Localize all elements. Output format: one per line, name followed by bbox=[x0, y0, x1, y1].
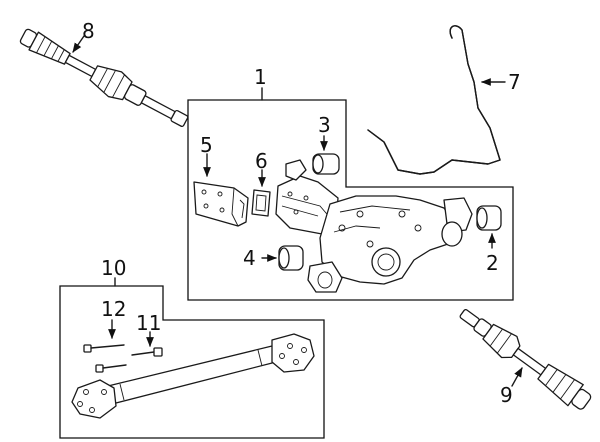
cover-5 bbox=[193, 181, 249, 227]
bushing-2 bbox=[476, 205, 502, 231]
bushing-4 bbox=[278, 245, 304, 271]
callout-12: 12 bbox=[101, 297, 126, 321]
callout-1: 1 bbox=[254, 65, 267, 89]
differential-assembly-1 bbox=[275, 159, 473, 293]
bolts-12 bbox=[83, 344, 127, 373]
group-box-10 bbox=[59, 285, 325, 439]
group-box-1 bbox=[187, 99, 514, 301]
callout-6: 6 bbox=[255, 149, 268, 173]
callout-4: 4 bbox=[243, 246, 256, 270]
gasket-6 bbox=[251, 189, 271, 217]
bushing-3 bbox=[312, 153, 340, 175]
drive-shaft-10 bbox=[71, 333, 315, 419]
callout-9: 9 bbox=[500, 383, 513, 407]
axle-shaft-8 bbox=[19, 28, 189, 128]
axle-shaft-9 bbox=[459, 308, 592, 410]
callout-3: 3 bbox=[318, 113, 331, 137]
callout-11: 11 bbox=[136, 311, 161, 335]
bolt-11 bbox=[131, 347, 163, 357]
callout-10: 10 bbox=[101, 256, 126, 280]
callout-2: 2 bbox=[486, 251, 499, 275]
vent-tube-7 bbox=[367, 25, 501, 175]
callout-7: 7 bbox=[508, 70, 521, 94]
callout-8: 8 bbox=[82, 19, 95, 43]
callout-5: 5 bbox=[200, 133, 213, 157]
